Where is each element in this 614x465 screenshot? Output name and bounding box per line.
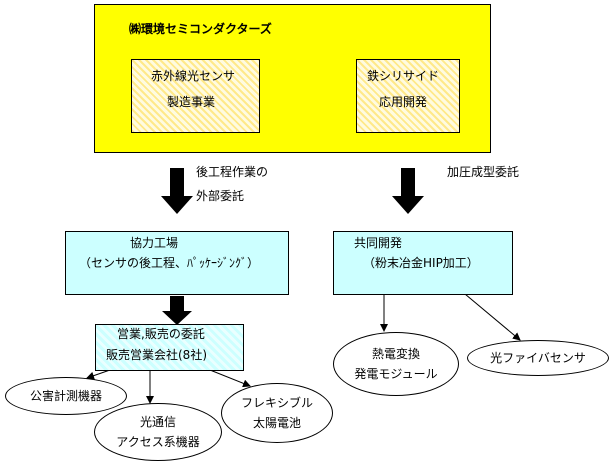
division-silicide-line1: 鉄シリサイド bbox=[367, 69, 440, 83]
flexible-solar-ellipse: フレキシブル 太陽電池 bbox=[221, 383, 333, 443]
arrow-to-pollution bbox=[86, 369, 111, 380]
sales-line1: 営業,販売の委託 bbox=[117, 327, 205, 341]
optical-communication-ellipse: 光通信 アクセス系機器 bbox=[94, 403, 222, 461]
flexible-solar-line1: フレキシブル bbox=[240, 396, 313, 410]
optical-communication-line1: 光通信 bbox=[139, 415, 176, 429]
division-infrared-line1: 赤外線光センサ bbox=[151, 69, 236, 83]
division-infrared-line2: 製造事業 bbox=[167, 95, 216, 109]
pollution-measurement-ellipse: 公害計測機器 bbox=[5, 377, 127, 415]
division-silicide-line2: 応用開発 bbox=[379, 95, 428, 109]
thermoelectric-line1: 熱電変換 bbox=[371, 347, 420, 361]
label-outsourcing-line2: 外部委託 bbox=[196, 189, 245, 203]
partner-factory-detail: （センサの後工程、ﾊﾟｯｹｰｼﾞﾝｸﾞ） bbox=[79, 256, 260, 270]
block-arrow-sales bbox=[162, 296, 192, 325]
joint-development-detail: （粉末冶金HIP加工） bbox=[363, 256, 479, 270]
fiber-sensor-label: 光ファイバセンサ bbox=[490, 351, 586, 365]
arrow-to-flexible bbox=[209, 369, 251, 388]
company-name: ㈱環境セミコンダクターズ bbox=[129, 22, 272, 36]
joint-development-title: 共同開発 bbox=[354, 236, 403, 250]
label-outsourcing-line1: 後工程作業の bbox=[196, 165, 269, 179]
joint-development-box: 共同開発 （粉末冶金HIP加工） bbox=[333, 231, 513, 295]
company-box: ㈱環境セミコンダクターズ 赤外線光センサ 製造事業 鉄シリサイド 応用開発 bbox=[94, 4, 491, 153]
fiber-sensor-ellipse: 光ファイバセンサ bbox=[467, 340, 609, 376]
label-pressure-molding: 加圧成型委託 bbox=[447, 165, 520, 179]
block-arrow-left bbox=[161, 168, 193, 214]
arrow-to-fiber bbox=[458, 288, 521, 341]
flexible-solar-line2: 太陽電池 bbox=[252, 416, 301, 430]
sales-line2: 販売営業会社(8社) bbox=[106, 348, 207, 362]
block-arrow-right bbox=[392, 168, 424, 214]
pollution-measurement-label: 公害計測機器 bbox=[29, 389, 102, 403]
partner-factory-title: 協力工場 bbox=[130, 236, 179, 250]
thermoelectric-ellipse: 熱電変換 発電モジュール bbox=[333, 332, 459, 396]
sales-box: 営業,販売の委託 販売営業会社(8社) bbox=[95, 324, 244, 371]
division-infrared: 赤外線光センサ 製造事業 bbox=[131, 59, 260, 133]
optical-communication-line2: アクセス系機器 bbox=[116, 435, 200, 449]
thermoelectric-line2: 発電モジュール bbox=[354, 367, 438, 381]
partner-factory-box: 協力工場 （センサの後工程、ﾊﾟｯｹｰｼﾞﾝｸﾞ） bbox=[65, 231, 289, 295]
division-silicide: 鉄シリサイド 応用開発 bbox=[356, 59, 460, 133]
